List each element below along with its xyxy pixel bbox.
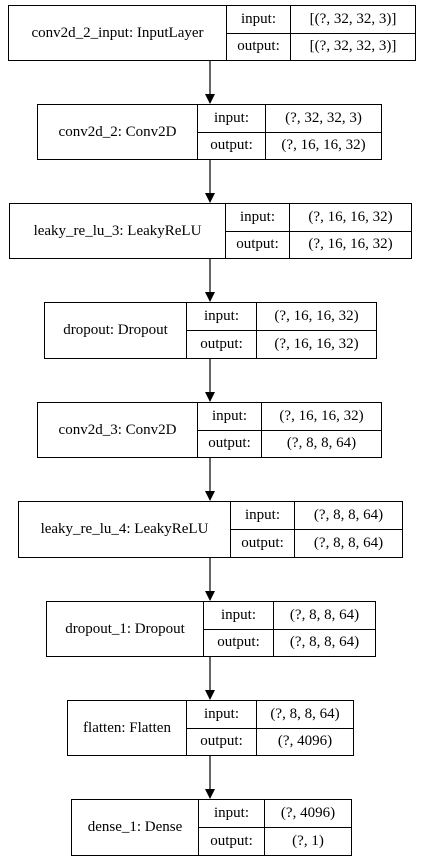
output-row: output: (?, 4096) <box>187 727 353 755</box>
io-table: input: (?, 16, 16, 32) output: (?, 16, 1… <box>187 303 376 358</box>
io-table: input: (?, 4096) output: (?, 1) <box>199 800 351 855</box>
output-shape: (?, 8, 8, 64) <box>286 435 357 452</box>
input-row: input: (?, 16, 16, 32) <box>198 403 381 430</box>
output-row: output: (?, 8, 8, 64) <box>231 529 402 557</box>
output-shape: [(?, 32, 32, 3)] <box>309 38 397 55</box>
input-shape: (?, 8, 8, 64) <box>270 705 340 722</box>
io-table: input: [(?, 32, 32, 3)] output: [(?, 32,… <box>227 6 415 60</box>
input-label: input: <box>204 602 274 629</box>
layer-node-conv2d-2-input: conv2d_2_input: InputLayer input: [(?, 3… <box>8 5 416 61</box>
output-row: output: (?, 8, 8, 64) <box>198 429 381 457</box>
output-shape: (?, 4096) <box>277 733 333 750</box>
output-row: output: (?, 8, 8, 64) <box>204 628 375 656</box>
output-label: output: <box>198 430 262 457</box>
layer-name: conv2d_3: Conv2D <box>38 403 198 457</box>
output-shape: (?, 8, 8, 64) <box>289 634 360 651</box>
output-row: output: (?, 16, 16, 32) <box>198 131 381 159</box>
output-label: output: <box>187 728 257 755</box>
output-label: output: <box>198 132 266 159</box>
io-table: input: (?, 8, 8, 64) output: (?, 8, 8, 6… <box>204 602 375 656</box>
layer-name: flatten: Flatten <box>68 701 187 755</box>
layer-name: conv2d_2_input: InputLayer <box>9 6 227 60</box>
input-label: input: <box>227 6 291 33</box>
layer-node-conv2d-2: conv2d_2: Conv2D input: (?, 32, 32, 3) o… <box>37 104 382 160</box>
input-shape: (?, 16, 16, 32) <box>274 308 359 324</box>
output-row: output: [(?, 32, 32, 3)] <box>227 32 415 60</box>
input-row: input: (?, 16, 16, 32) <box>226 204 411 231</box>
output-row: output: (?, 16, 16, 32) <box>187 330 376 358</box>
output-label: output: <box>227 33 291 60</box>
layer-name: dropout_1: Dropout <box>47 602 204 656</box>
input-row: input: [(?, 32, 32, 3)] <box>227 6 415 33</box>
layer-node-dropout-1: dropout_1: Dropout input: (?, 8, 8, 64) … <box>46 601 376 657</box>
output-label: output: <box>199 828 265 855</box>
input-row: input: (?, 16, 16, 32) <box>187 303 376 330</box>
layer-name: leaky_re_lu_4: LeakyReLU <box>19 502 231 557</box>
input-shape: (?, 16, 16, 32) <box>279 407 364 424</box>
input-label: input: <box>226 204 290 231</box>
layer-node-leaky-re-lu-3: leaky_re_lu_3: LeakyReLU input: (?, 16, … <box>9 203 412 259</box>
output-label: output: <box>226 231 290 258</box>
layer-name: conv2d_2: Conv2D <box>38 105 198 159</box>
output-row: output: (?, 1) <box>199 827 351 855</box>
input-label: input: <box>199 800 265 827</box>
input-label: input: <box>187 303 257 330</box>
input-shape: (?, 4096) <box>280 805 336 821</box>
layer-node-dense-1: dense_1: Dense input: (?, 4096) output: … <box>71 799 352 856</box>
io-table: input: (?, 16, 16, 32) output: (?, 16, 1… <box>226 204 411 258</box>
layer-node-dropout: dropout: Dropout input: (?, 16, 16, 32) … <box>44 302 377 359</box>
input-row: input: (?, 8, 8, 64) <box>187 701 353 728</box>
io-table: input: (?, 8, 8, 64) output: (?, 8, 8, 6… <box>231 502 402 557</box>
input-row: input: (?, 4096) <box>199 800 351 827</box>
input-label: input: <box>198 105 266 132</box>
input-shape: (?, 8, 8, 64) <box>289 606 360 623</box>
output-shape: (?, 1) <box>292 833 324 849</box>
output-shape: (?, 16, 16, 32) <box>274 336 359 352</box>
input-row: input: (?, 32, 32, 3) <box>198 105 381 132</box>
layer-name: leaky_re_lu_3: LeakyReLU <box>10 204 226 258</box>
output-label: output: <box>231 530 295 557</box>
output-row: output: (?, 16, 16, 32) <box>226 230 411 258</box>
input-shape: (?, 16, 16, 32) <box>308 208 393 225</box>
layer-node-leaky-re-lu-4: leaky_re_lu_4: LeakyReLU input: (?, 8, 8… <box>18 501 403 558</box>
output-label: output: <box>204 629 274 656</box>
input-row: input: (?, 8, 8, 64) <box>204 602 375 629</box>
input-shape: (?, 8, 8, 64) <box>313 507 384 523</box>
layer-name: dropout: Dropout <box>45 303 187 358</box>
input-label: input: <box>198 403 262 430</box>
output-label: output: <box>187 331 257 358</box>
layer-node-flatten: flatten: Flatten input: (?, 8, 8, 64) ou… <box>67 700 354 756</box>
io-table: input: (?, 8, 8, 64) output: (?, 4096) <box>187 701 353 755</box>
io-table: input: (?, 32, 32, 3) output: (?, 16, 16… <box>198 105 381 159</box>
output-shape: (?, 16, 16, 32) <box>308 236 393 253</box>
layer-name: dense_1: Dense <box>72 800 199 855</box>
output-shape: (?, 8, 8, 64) <box>313 535 384 551</box>
input-shape: [(?, 32, 32, 3)] <box>309 10 397 27</box>
input-shape: (?, 32, 32, 3) <box>285 109 362 126</box>
output-shape: (?, 16, 16, 32) <box>281 137 366 154</box>
layer-node-conv2d-3: conv2d_3: Conv2D input: (?, 16, 16, 32) … <box>37 402 382 458</box>
input-row: input: (?, 8, 8, 64) <box>231 502 402 529</box>
io-table: input: (?, 16, 16, 32) output: (?, 8, 8,… <box>198 403 381 457</box>
input-label: input: <box>231 502 295 529</box>
input-label: input: <box>187 701 257 728</box>
